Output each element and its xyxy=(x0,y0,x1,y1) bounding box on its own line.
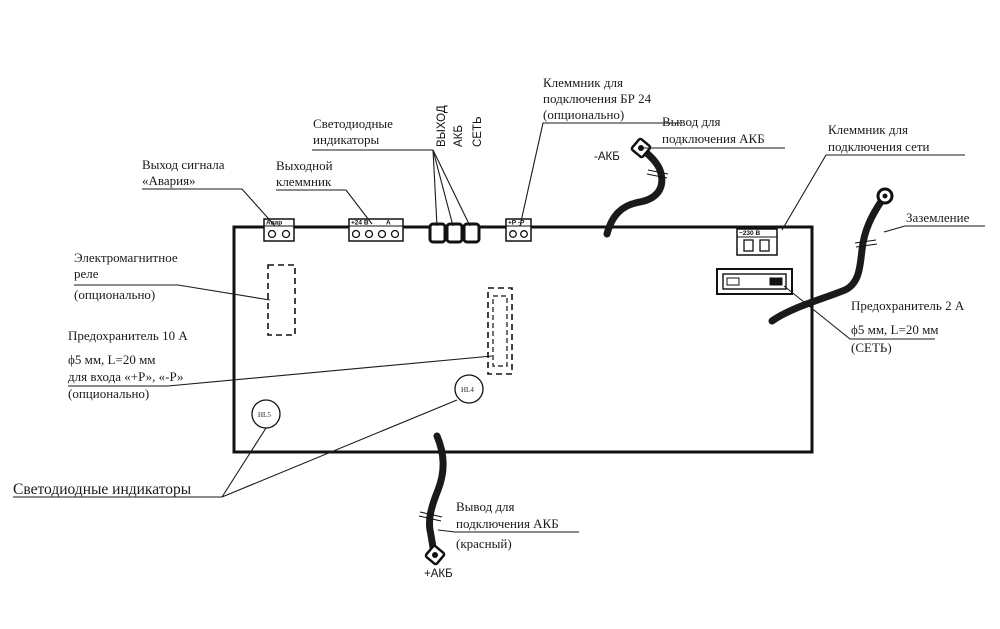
mains-terminal-block: ~230 В xyxy=(736,228,778,256)
output-terminal-mark-a: А xyxy=(386,220,391,227)
label-akb-plus-2: подключения АКБ xyxy=(456,516,559,531)
label-alarm-output-1: Выход сигнала xyxy=(142,157,225,172)
label-led-bottom: Светодиодные индикаторы xyxy=(13,481,192,498)
ground-lug xyxy=(854,187,894,248)
label-vert-set: СЕТЬ xyxy=(472,116,484,147)
akb-plus-lug xyxy=(418,511,446,566)
br24-terminal-block: +Р -Р xyxy=(505,218,532,242)
br24-terminal-mark: +Р -Р xyxy=(508,220,525,227)
led-hl5: HL5 xyxy=(251,399,281,429)
label-ground: Заземление xyxy=(906,210,970,225)
output-terminal-block: +24 В А xyxy=(348,218,404,242)
label-relay-2: реле xyxy=(74,266,99,281)
label-vert-akb: АКБ xyxy=(453,125,465,147)
akb-minus-cable xyxy=(603,146,666,238)
led-hl4: HL4 xyxy=(454,374,484,404)
hl4-label: HL4 xyxy=(461,386,474,394)
label-fuse10-4: (опционально) xyxy=(68,386,149,401)
label-vert-vyhod: ВЫХОД xyxy=(436,105,448,147)
label-fuse2-3: (СЕТЬ) xyxy=(851,340,892,355)
label-fuse10-1: Предохранитель 10 А xyxy=(68,328,188,343)
led-indicator-group xyxy=(428,222,481,244)
label-alarm-output-2: «Авария» xyxy=(142,173,196,188)
pcb-board-outline xyxy=(232,225,814,454)
label-fuse2-2: ϕ5 мм, L=20 мм xyxy=(851,322,939,337)
fuse-2a-holder xyxy=(716,268,793,295)
label-br24-1: Клеммник для xyxy=(543,75,623,90)
akb-plus-cable xyxy=(426,432,447,558)
label-fuse2-1: Предохранитель 2 А xyxy=(851,298,965,313)
fuse-10a-holder xyxy=(487,287,513,375)
label-akb-minus-2: подключения АКБ xyxy=(662,131,765,146)
label-relay-3: (опционально) xyxy=(74,287,155,302)
label-akb-minus-tag: -АКБ xyxy=(594,151,620,163)
mains-terminal-mark: ~230 В xyxy=(739,230,760,237)
label-br24-3: (опционально) xyxy=(543,107,624,122)
output-terminal-mark-plus: +24 В xyxy=(351,220,369,227)
label-akb-plus-tag: +АКБ xyxy=(424,568,453,580)
leader-lines xyxy=(13,122,985,533)
label-led-top-2: индикаторы xyxy=(313,132,380,147)
label-mains-1: Клеммник для xyxy=(828,122,908,137)
ground-cable xyxy=(768,196,886,325)
alarm-terminal-mark: Авар xyxy=(266,220,282,227)
label-akb-minus-1: Вывод для xyxy=(662,114,721,129)
alarm-terminal-block: Авар xyxy=(263,218,295,242)
label-output-terminal-1: Выходной xyxy=(276,158,333,173)
label-fuse10-2: ϕ5 мм, L=20 мм xyxy=(68,352,156,367)
akb-minus-lug xyxy=(630,137,669,179)
relay-dashed-outline xyxy=(267,264,296,336)
label-br24-2: подключения БР 24 xyxy=(543,91,652,106)
label-mains-2: подключения сети xyxy=(828,139,930,154)
hl5-label: HL5 xyxy=(258,411,271,419)
label-output-terminal-2: клеммник xyxy=(276,174,332,189)
label-led-top-1: Светодиодные xyxy=(313,116,393,131)
label-akb-plus-3: (красный) xyxy=(456,536,512,551)
label-fuse10-3: для входа «+Р», «-Р» xyxy=(68,369,184,384)
label-akb-plus-1: Вывод для xyxy=(456,499,515,514)
label-relay-1: Электромагнитное xyxy=(74,250,178,265)
